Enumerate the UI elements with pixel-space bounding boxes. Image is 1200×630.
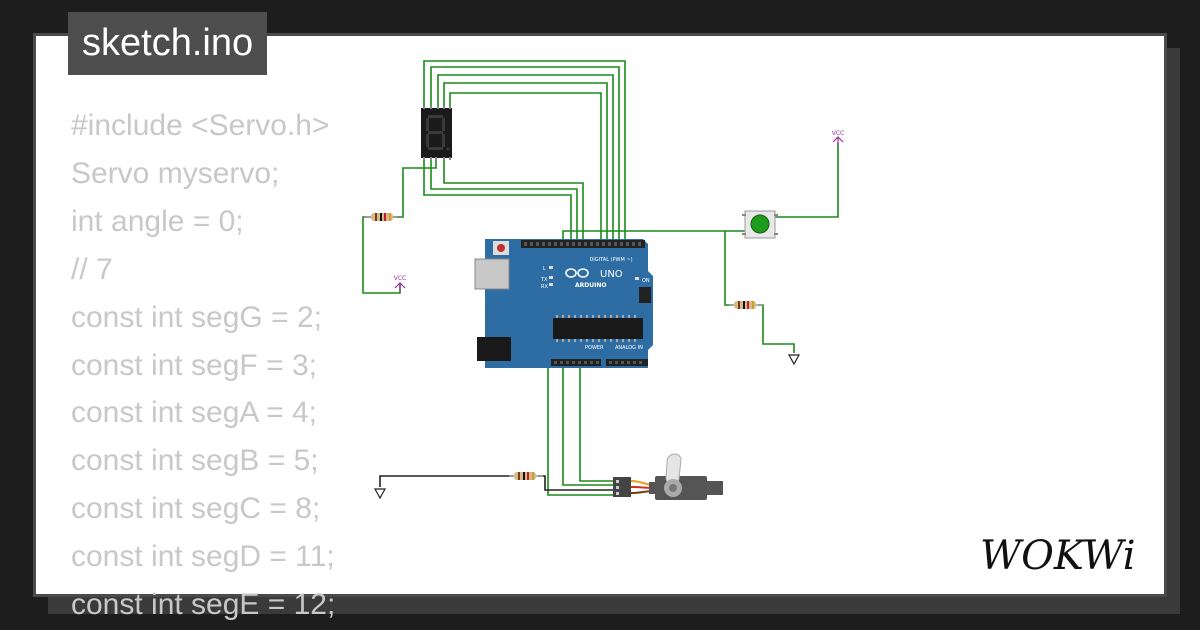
wire-seg-d — [443, 82, 608, 242]
circuit-diagram: VCC VCC — [362, 60, 844, 500]
sketch-filename-tab[interactable]: sketch.ino — [68, 12, 268, 75]
code-line: const int segF = 3; — [71, 348, 317, 382]
code-line: const int segG = 2; — [71, 300, 322, 334]
arduino-logo-icon — [565, 268, 589, 278]
push-button[interactable] — [742, 210, 778, 239]
code-line: #include <Servo.h> — [71, 109, 330, 142]
wire-seg-b — [430, 66, 620, 242]
wire-servo-vcc — [562, 363, 615, 486]
l-label: L — [543, 266, 546, 272]
wire-button-vcc — [775, 143, 839, 218]
analog-label: ANALOG IN — [615, 345, 643, 351]
wire-servo-gnd — [538, 475, 615, 491]
wire-seg-f — [423, 157, 572, 242]
code-preview: #include <Servo.h> Servo myservo; int angl… — [71, 102, 335, 629]
vcc-symbol-right: VCC — [832, 130, 844, 146]
seven-segment-display — [421, 106, 452, 160]
wire-seg-g — [430, 157, 578, 242]
code-line: // 7 — [71, 252, 113, 286]
wire-button-left — [562, 230, 745, 242]
project-card[interactable]: #include <Servo.h> Servo myservo; int angl… — [33, 33, 1167, 621]
tx-label: TX — [540, 277, 548, 283]
wire-servo-sig — [579, 363, 615, 482]
code-line: const int segA = 4; — [71, 396, 317, 430]
code-line: const int segB = 5; — [71, 444, 319, 478]
wire-seg-c — [437, 74, 614, 242]
resistor-left — [365, 213, 397, 221]
wire-seg-common — [393, 157, 437, 218]
ground-symbol-right — [787, 354, 801, 366]
code-line: int angle = 0; — [71, 204, 244, 238]
wire-servo-extra — [547, 363, 615, 496]
vcc-label-left: VCC — [394, 275, 406, 282]
vcc-label-right: VCC — [832, 130, 844, 137]
ground-symbol-left — [373, 488, 387, 500]
power-label: POWER — [585, 345, 604, 351]
wire-button-pulldown — [724, 231, 733, 306]
on-label: ON — [642, 278, 650, 284]
code-line: const int segE = 12; — [71, 588, 336, 622]
wokwi-logo: WOKWi — [980, 533, 1136, 579]
servo-motor — [613, 453, 723, 500]
wokwi-logo-text: WOKWi — [980, 533, 1136, 579]
wire-res-bottom-gnd — [379, 475, 513, 487]
code-line: const int segD = 11; — [71, 540, 335, 574]
board-brand: ARDUINO — [575, 282, 606, 289]
code-line: const int segC = 8; — [71, 492, 321, 526]
board-model: UNO — [600, 269, 623, 280]
resistor-right — [729, 301, 763, 309]
wire-seg-a — [423, 60, 626, 242]
arduino-uno: DIGITAL (PWM ~) UNO ARDUINO TX RX L ON — [474, 239, 653, 368]
wire-seg-e — [449, 92, 602, 242]
resistor-bottom — [509, 472, 543, 480]
rx-label: RX — [541, 284, 548, 290]
wire-dp — [443, 157, 584, 242]
vcc-symbol-left: VCC — [394, 275, 406, 292]
digital-label: DIGITAL (PWM ~) — [589, 257, 632, 263]
code-line: Servo myservo; — [71, 156, 280, 190]
wire-res-right-gnd — [758, 304, 795, 353]
